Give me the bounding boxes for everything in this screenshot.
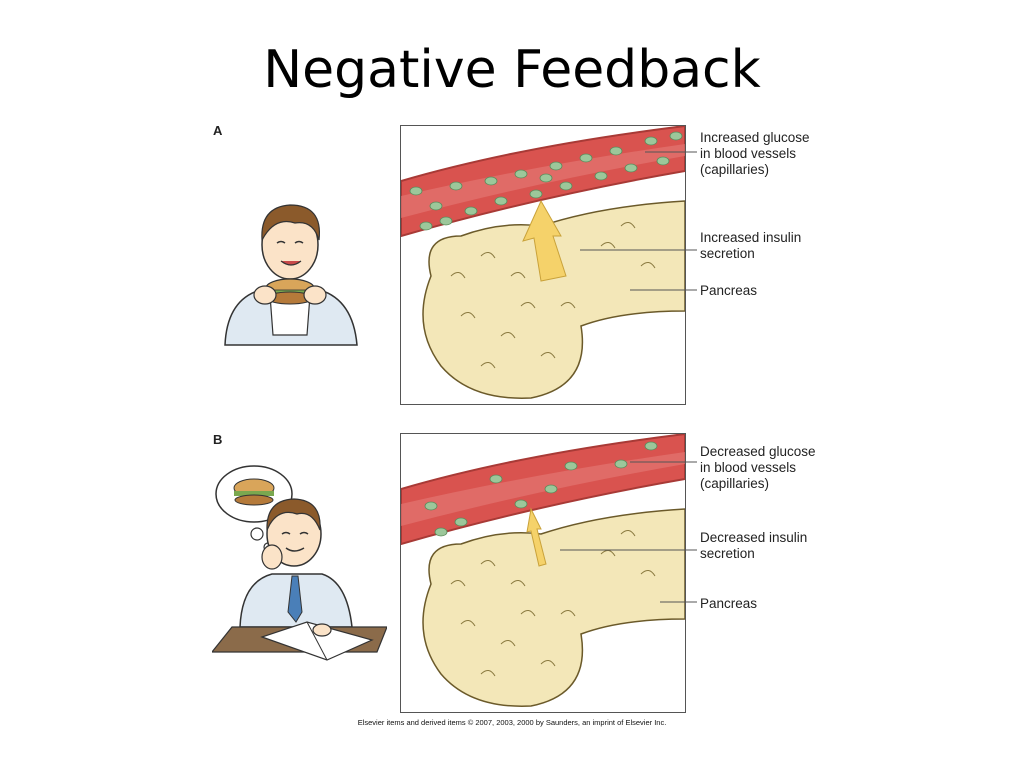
label-insulin-a: Increased insulin secretion bbox=[700, 230, 802, 261]
label-glucose-a: Increased glucose in blood vessels (capi… bbox=[700, 130, 810, 177]
label-pancreas-a: Pancreas bbox=[700, 283, 758, 298]
man-eating-illustration bbox=[215, 195, 365, 350]
panel-b-letter: B bbox=[213, 432, 223, 447]
label-pancreas-b: Pancreas bbox=[700, 596, 758, 611]
panel-b-illustration-frame bbox=[400, 433, 686, 713]
insulin-arrow-b bbox=[526, 507, 547, 567]
panel-a-letter: A bbox=[213, 123, 223, 138]
label-insulin-b: Decreased insulin secretion bbox=[700, 530, 808, 561]
slide-title: Negative Feedback bbox=[263, 40, 761, 100]
leader-lines-b bbox=[560, 461, 697, 603]
label-glucose-b: Decreased glucose in blood vessels (capi… bbox=[700, 444, 816, 491]
leader-lines-a bbox=[580, 151, 697, 291]
pancreas-b bbox=[422, 508, 685, 707]
glucose-dots-a bbox=[409, 131, 683, 231]
copyright-credit: Elsevier items and derived items © 2007,… bbox=[357, 718, 667, 727]
man-reading-illustration bbox=[212, 462, 387, 687]
insulin-arrow-a bbox=[522, 199, 567, 282]
glucose-dots-b bbox=[424, 441, 658, 537]
